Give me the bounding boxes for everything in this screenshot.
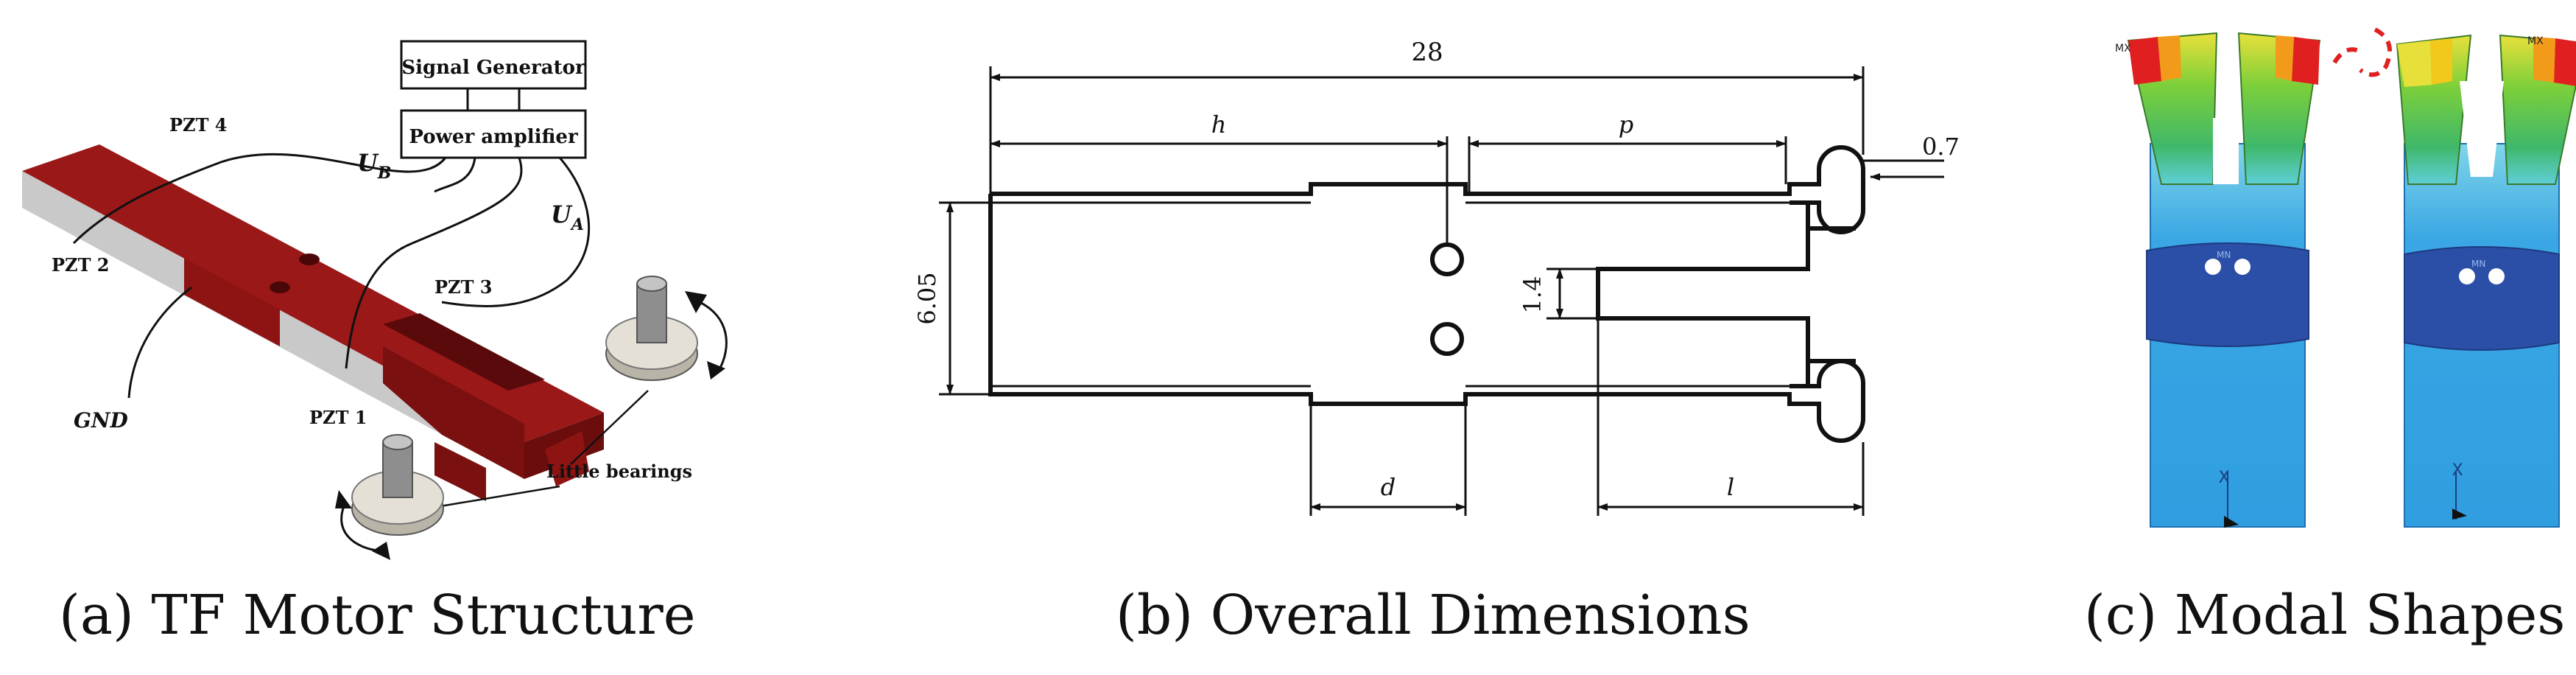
dim-d-label: d xyxy=(1381,473,1396,501)
pzt4-label: PZT 4 xyxy=(169,114,227,136)
wire-ub xyxy=(72,153,447,245)
motor-front-step xyxy=(383,346,524,479)
hole-lower xyxy=(1430,322,1464,356)
dim-l-label: l xyxy=(1727,473,1734,501)
mode-shape-left xyxy=(2127,32,2321,528)
rotation-arrow xyxy=(340,500,384,553)
pzt2-label: PZT 2 xyxy=(52,254,109,276)
pzt3-label: PZT 3 xyxy=(434,276,492,298)
dim-tip-label: 0.7 xyxy=(1922,133,1960,161)
mount-hole xyxy=(270,281,290,293)
wire-ua-branch xyxy=(441,157,591,308)
panel-b-dimensions: 28 h p 0.7 6.05 1.4 d l xyxy=(913,38,1960,516)
node-label: MN xyxy=(2471,259,2485,269)
ub-label: UB xyxy=(357,149,392,183)
pzt1-label: PZT 1 xyxy=(309,407,367,428)
gnd-label: GND xyxy=(74,408,129,433)
bearing-upper xyxy=(605,276,728,381)
motor-top-face xyxy=(22,144,604,442)
wire-ua xyxy=(345,157,523,369)
part-outline-lower xyxy=(988,194,1865,443)
ua-label: UA xyxy=(551,200,584,234)
motor-gnd-block xyxy=(184,258,280,346)
caption-c: (c) Modal Shapes xyxy=(2084,584,2566,647)
mode-shape-right xyxy=(2396,34,2576,528)
node-label: MX xyxy=(2115,43,2131,55)
motor-leg xyxy=(434,442,486,501)
wire-ub-branch xyxy=(434,157,476,193)
wire-gnd xyxy=(127,286,192,399)
bearing-pointer xyxy=(570,390,649,465)
axis-label-right: X xyxy=(2452,461,2463,480)
power-amplifier-label: Power amplifier xyxy=(409,126,578,148)
bearing-lower xyxy=(335,434,444,560)
node-label: MN xyxy=(2217,250,2231,260)
axis-label-left: X xyxy=(2218,469,2229,487)
deformation-indicator xyxy=(2359,27,2392,77)
rotation-arrow xyxy=(699,301,728,373)
panel-c-modal-shapes: MX MX MN MN X X xyxy=(2115,27,2576,528)
caption-a: (a) TF Motor Structure xyxy=(59,584,696,647)
dim-h-label: h xyxy=(1211,111,1227,139)
deformation-indicator xyxy=(2332,47,2362,64)
signal-generator-box xyxy=(400,40,587,90)
part-outline xyxy=(990,145,1865,234)
motor-slot xyxy=(383,313,545,391)
dim-p-label: p xyxy=(1619,111,1633,139)
node-label: MX xyxy=(2527,35,2544,47)
hole-upper xyxy=(1430,242,1464,276)
slot-outline xyxy=(1596,228,1810,361)
mount-hole xyxy=(299,253,320,265)
bearing-pointer xyxy=(426,485,560,510)
dim-total-label: 28 xyxy=(1411,38,1443,67)
power-amplifier-box xyxy=(400,109,587,159)
dim-slot-label: 1.4 xyxy=(1518,276,1546,314)
slot-side xyxy=(1808,226,1856,363)
panel-a-motor-structure: Signal Generator Power amplifier PZT 4 P… xyxy=(22,40,728,560)
motor-foot xyxy=(545,431,589,486)
caption-b: (b) Overall Dimensions xyxy=(1116,584,1750,647)
signal-generator-label: Signal Generator xyxy=(401,57,585,79)
bearings-label: Little bearings xyxy=(546,461,692,482)
dim-width-label: 6.05 xyxy=(913,272,941,324)
